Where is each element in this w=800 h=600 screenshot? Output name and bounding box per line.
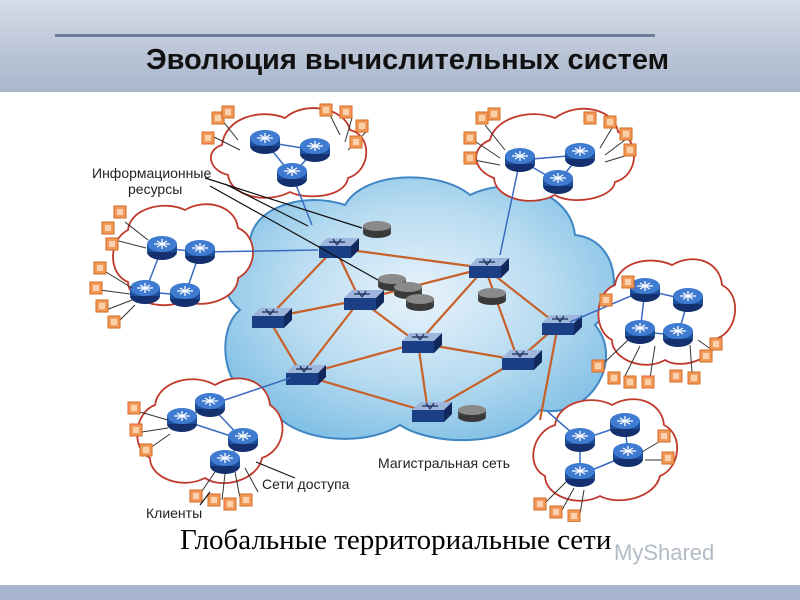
- backbone-switch-icon: [411, 401, 453, 423]
- access-network-right: [569, 258, 737, 389]
- backbone-switch-icon: [251, 307, 293, 329]
- slide-title: Эволюция вычислительных систем: [145, 44, 670, 76]
- access-network-bottom-right: [532, 398, 679, 522]
- server-disk-icon: [406, 294, 434, 311]
- access-network-bottom-left: [127, 377, 291, 511]
- access-network-top-left: [201, 103, 369, 226]
- access-network-left: [89, 203, 319, 329]
- info-resources-label-line2: ресурсы: [128, 181, 182, 197]
- backbone-switch-icon: [285, 364, 327, 386]
- slide-header: Эволюция вычислительных систем: [0, 0, 800, 92]
- label-pointers: [199, 177, 379, 506]
- access-network-top-right: [463, 107, 637, 256]
- watermark-text: MyShared: [614, 540, 715, 565]
- server-disk-icon: [478, 288, 506, 305]
- footer-bar: [0, 585, 800, 600]
- clients-label: Клиенты: [146, 505, 202, 521]
- backbone-switch-icon: [501, 349, 543, 371]
- server-disk-icon: [458, 405, 486, 422]
- backbone-switch-icon: [343, 289, 385, 311]
- slide-caption: Глобальные территориальные сети: [180, 524, 612, 556]
- access-networks-label: Сети доступа: [262, 476, 350, 492]
- header-rule: [55, 34, 655, 37]
- server-disk-icon: [363, 221, 391, 238]
- backbone-switch-icon: [401, 332, 443, 354]
- backbone-switch-icon: [541, 314, 583, 336]
- network-diagram: Информационные ресурсы Магистральная сет…: [89, 103, 737, 522]
- info-resources-label-line1: Информационные: [92, 165, 211, 181]
- backbone-label: Магистральная сеть: [378, 455, 510, 471]
- backbone-switch-icon: [318, 237, 360, 259]
- backbone-switch-icon: [468, 257, 510, 279]
